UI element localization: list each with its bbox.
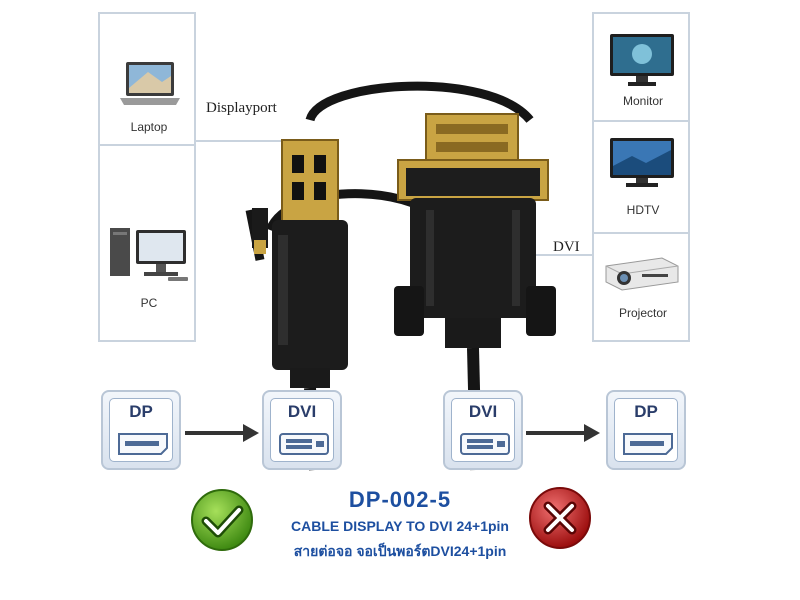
dvi-port-target: DVI bbox=[262, 390, 342, 470]
divider bbox=[592, 232, 690, 234]
displayport-label: Displayport bbox=[206, 100, 277, 116]
dp-port-target: DP bbox=[606, 390, 686, 470]
arrow-right-icon bbox=[584, 424, 600, 442]
monitor-icon bbox=[610, 34, 674, 86]
product-title: CABLE DISPLAY TO DVI 24+1pin bbox=[291, 518, 509, 534]
monitor-label: Monitor bbox=[622, 94, 663, 108]
projector-icon bbox=[605, 257, 679, 291]
dvi-port-icon bbox=[460, 433, 510, 455]
cross-icon bbox=[529, 487, 591, 549]
pc-label: PC bbox=[140, 296, 158, 310]
projector-label: Projector bbox=[618, 306, 668, 320]
source-devices-panel: Laptop PC bbox=[98, 12, 196, 342]
dvi-port-icon bbox=[279, 433, 329, 455]
dvi-port-source: DVI bbox=[443, 390, 523, 470]
divider bbox=[98, 144, 196, 146]
pc-icon bbox=[110, 228, 188, 281]
dp-port-icon bbox=[118, 433, 168, 455]
hdtv-icon bbox=[610, 138, 674, 187]
connector-line-left bbox=[196, 140, 316, 142]
connector-line-right bbox=[520, 254, 592, 256]
divider bbox=[592, 120, 690, 122]
display-devices-panel: Monitor HDTV Projector bbox=[592, 12, 690, 342]
hdtv-label: HDTV bbox=[626, 203, 660, 217]
dvi-label: DVI bbox=[553, 239, 580, 255]
arrow-line bbox=[185, 431, 245, 435]
product-subtitle: สายต่อจอ จอเป็นพอร์ตDVI24+1pin bbox=[293, 543, 507, 559]
dp-port-source: DP bbox=[101, 390, 181, 470]
check-icon bbox=[191, 489, 253, 551]
dp-port-icon bbox=[623, 433, 673, 455]
laptop-icon bbox=[120, 62, 180, 105]
arrow-right-icon bbox=[243, 424, 259, 442]
laptop-label: Laptop bbox=[130, 120, 168, 134]
cable-illustration bbox=[245, 81, 556, 471]
arrow-line bbox=[526, 431, 586, 435]
product-model: DP-002-5 bbox=[348, 487, 452, 512]
